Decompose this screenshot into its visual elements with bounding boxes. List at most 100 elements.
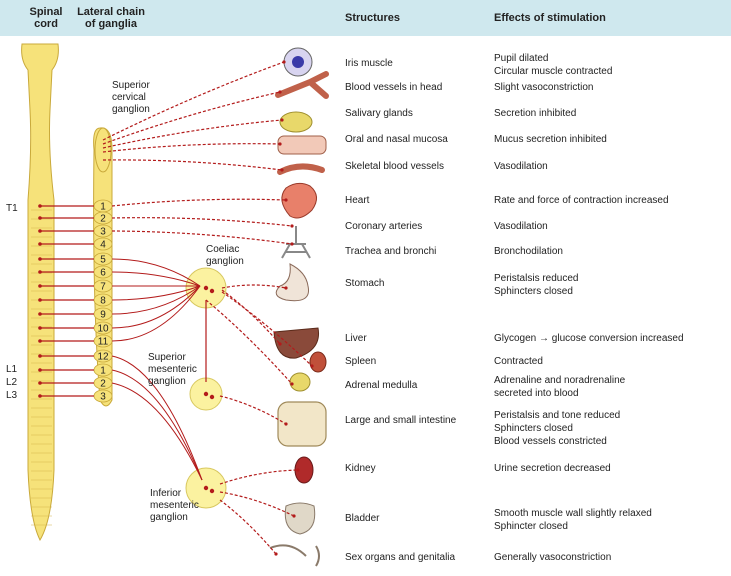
structure-label: Kidney [345,463,376,474]
splanchnic-nerve [111,258,201,287]
neuron-cell-body [38,381,42,385]
effect-label: Sphincters closed [494,423,573,434]
nerve-ending [284,422,288,426]
nerve-ending [290,242,294,246]
mucosa-icon [277,135,327,155]
ganglion-label-superior-cervical: Superior cervical ganglion [112,80,150,115]
nerve-ending [292,514,296,518]
iris-icon [292,56,304,68]
postganglionic-fibre [205,299,293,385]
nerve-ending [278,342,282,346]
chain-number: 10 [97,324,109,335]
structure-label: Blood vessels in head [345,82,443,93]
genitalia-icon [269,544,320,567]
header-effects: Effects of stimulation [494,12,606,24]
postganglionic-fibre [102,159,283,171]
header-structures: Structures [345,12,401,24]
effect-label: Secretion inhibited [494,108,577,119]
postganglionic-fibre [102,119,283,149]
structure-label: Liver [345,333,367,344]
neuron-cell-body [38,326,42,330]
nerve-ending [290,224,294,228]
effect-label: Mucus secretion inhibited [494,134,607,145]
splanchnic-nerve [111,271,201,287]
chain-number: 7 [100,282,106,293]
lumbar-splanchnic-nerve [111,382,203,481]
structure-label: Skeletal blood vessels [345,161,444,172]
spinal-cord [21,43,59,542]
chain-number: 2 [100,214,106,225]
postganglionic-fibre [221,284,287,289]
spine-label-l2: L2 [6,377,18,388]
effect-label: Generally vasoconstriction [494,552,612,563]
chain-number: 1 [100,202,106,213]
neuron-cell-body [38,204,42,208]
spine-label-l3: L3 [6,390,18,401]
spine-label-l1: L1 [6,364,18,375]
postganglionic-fibre [111,217,293,227]
structure-label: Sex organs and genitalia [345,552,456,563]
nerve-ending [296,468,300,472]
structure-label: Bladder [345,513,380,524]
neuron-cell-body [38,270,42,274]
header-bar [0,0,731,36]
ganglion-label-inferior-mesenteric: Inferior mesenteric ganglion [150,488,199,523]
chain-number: 11 [98,337,109,348]
effect-label: Glycogen → glucose conversion increased [494,333,684,344]
neuron-cell-body [38,216,42,220]
ganglion-cell-body [209,288,215,294]
chain-number: 3 [100,227,106,238]
structure-label: Trachea and bronchi [345,246,437,257]
nerve-ending [284,286,288,290]
splanchnic-nerve [111,285,201,315]
structure-label: Adrenal medulla [345,380,418,391]
ganglion-cell-body [203,485,209,491]
neuron-cell-body [38,339,42,343]
trachea-icon [281,226,311,259]
structure-label: Coronary arteries [345,221,423,232]
chain-number: 6 [100,268,106,279]
structure-label: Spleen [345,356,377,367]
splanchnic-nerve [111,285,201,301]
effect-label: Slight vasoconstriction [494,82,594,93]
chain-number: 4 [100,240,106,251]
effect-label: Smooth muscle wall slightly relaxed [494,508,652,519]
chain-number: 1 [100,366,106,377]
effect-label: Adrenaline and noradrenaline [494,375,626,386]
splanchnic-nerve [111,285,201,329]
spine-label-t1: T1 [6,203,18,214]
effect-label: Contracted [494,356,543,367]
neuron-cell-body [38,312,42,316]
postganglionic-fibre [219,469,299,485]
neuron-cell-body [38,298,42,302]
skeletal-vessel-icon [277,163,325,175]
postganglionic-fibre [111,230,293,245]
spleen-icon [309,351,327,373]
neuron-cell-body [38,354,42,358]
structure-label: Stomach [345,278,385,289]
salivary-glands-icon [279,111,313,133]
effect-label: Peristalsis reduced [494,273,579,284]
neuron-cell-body [38,368,42,372]
nerve-ending [280,118,284,122]
effect-label: Pupil dilated [494,53,549,64]
effect-label: Urine secretion decreased [494,463,611,474]
neuron-cell-body [38,284,42,288]
chain-number: 8 [100,296,106,307]
effect-label: Peristalsis and tone reduced [494,410,621,421]
structure-label: Iris muscle [345,58,393,69]
splanchnic-nerve [111,285,201,342]
postganglionic-fibre [219,491,295,517]
ganglion-label-superior-mesenteric: Superior mesenteric ganglion [148,352,197,387]
postganglionic-fibre [102,91,281,145]
header-spinal-cord: Spinal cord [29,6,63,30]
chain-number: 5 [100,255,106,266]
structure-label: Large and small intestine [345,415,457,426]
chain-number: 12 [97,352,109,363]
stomach-icon [275,263,310,302]
chain-number: 3 [100,392,106,403]
nerve-ending [278,90,282,94]
chain-number: 9 [100,310,106,321]
effect-label: Circular muscle contracted [494,66,613,77]
